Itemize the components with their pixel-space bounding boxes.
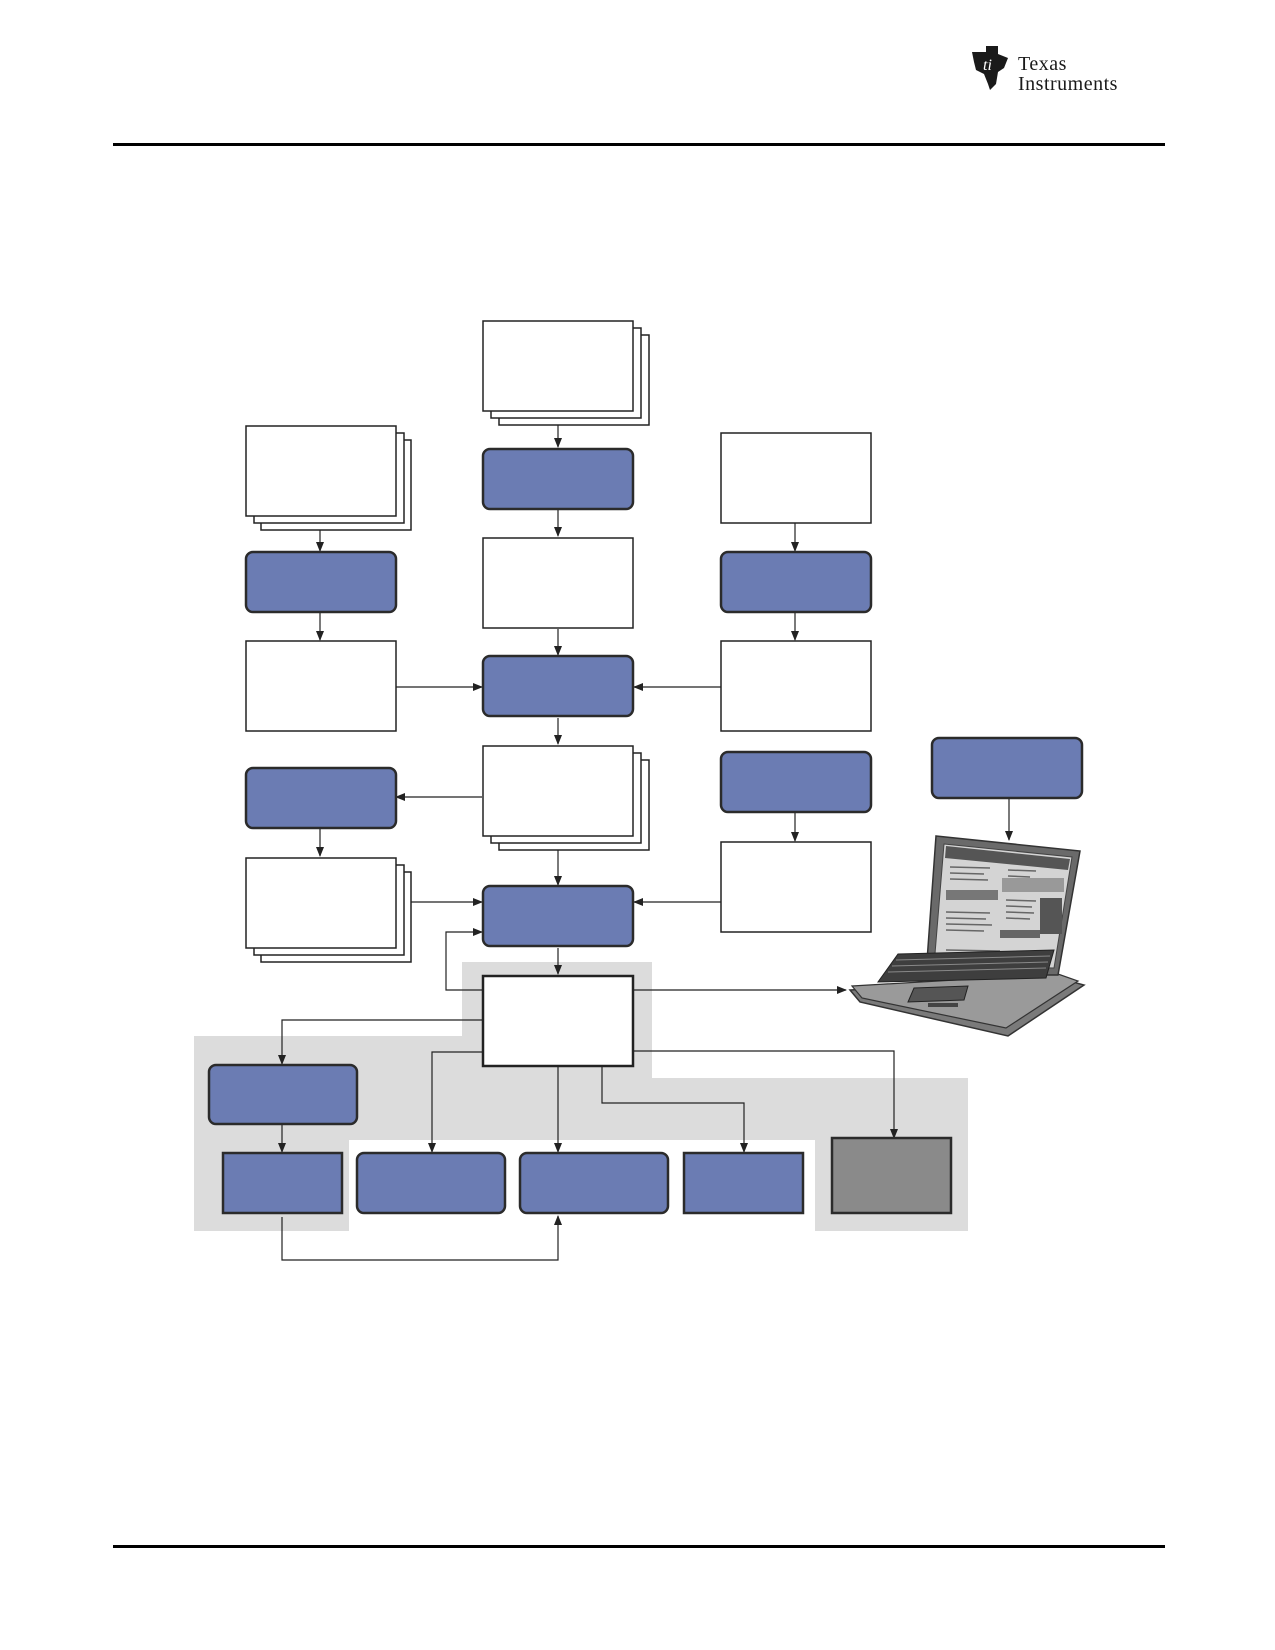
- process-box-center-3: [481, 884, 635, 948]
- ti-logo-icon: ti: [972, 46, 1008, 90]
- footer-rule: [113, 1545, 1165, 1548]
- connector: [634, 1050, 898, 1139]
- stacked-document-left-4: [245, 857, 412, 963]
- connector: [428, 1051, 482, 1153]
- logo-line-2: Instruments: [1018, 73, 1118, 95]
- process-box-bottom-left: [221, 1151, 344, 1215]
- process-box-center-2: [481, 654, 635, 718]
- document-right-4: [720, 841, 872, 933]
- process-box-left-1: [244, 550, 398, 614]
- process-box-bottom-left-upper: [207, 1063, 359, 1126]
- process-box-far-right: [930, 736, 1084, 800]
- stacked-document-center-3: [482, 745, 650, 851]
- process-box-right-2: [719, 750, 873, 814]
- stacked-document-left-top: [245, 425, 412, 531]
- stacked-document-top: [482, 320, 650, 426]
- connector: [278, 1019, 482, 1065]
- laptop-icon: [848, 835, 1086, 1037]
- process-boxes: [207, 447, 1084, 1215]
- document-right-2: [720, 640, 872, 732]
- connector: [281, 1215, 562, 1261]
- document-boxes: [245, 320, 872, 1068]
- svg-text:ti: ti: [983, 57, 992, 74]
- connectors: [278, 414, 1013, 1261]
- gray-box-bottom-right: [830, 1136, 953, 1215]
- header-rule: [113, 143, 1165, 146]
- document-left-2: [245, 640, 397, 732]
- process-box-center-1: [481, 447, 635, 511]
- process-box-bottom-4: [682, 1151, 805, 1215]
- process-box-right-1: [719, 550, 873, 614]
- logo-line-1: Texas: [1018, 53, 1067, 75]
- ti-logo: ti Texas Instruments: [968, 44, 1168, 96]
- document-center-2: [482, 537, 634, 629]
- shaded-regions: [194, 962, 968, 1231]
- connector: [601, 1066, 748, 1153]
- process-box-bottom-3: [518, 1151, 670, 1215]
- document-right-top: [720, 432, 872, 524]
- process-box-bottom-2: [355, 1151, 507, 1215]
- output-box-center: [481, 974, 635, 1068]
- shaded-region-main: [194, 962, 968, 1231]
- process-box-left-2: [244, 766, 398, 830]
- connector: [445, 928, 483, 991]
